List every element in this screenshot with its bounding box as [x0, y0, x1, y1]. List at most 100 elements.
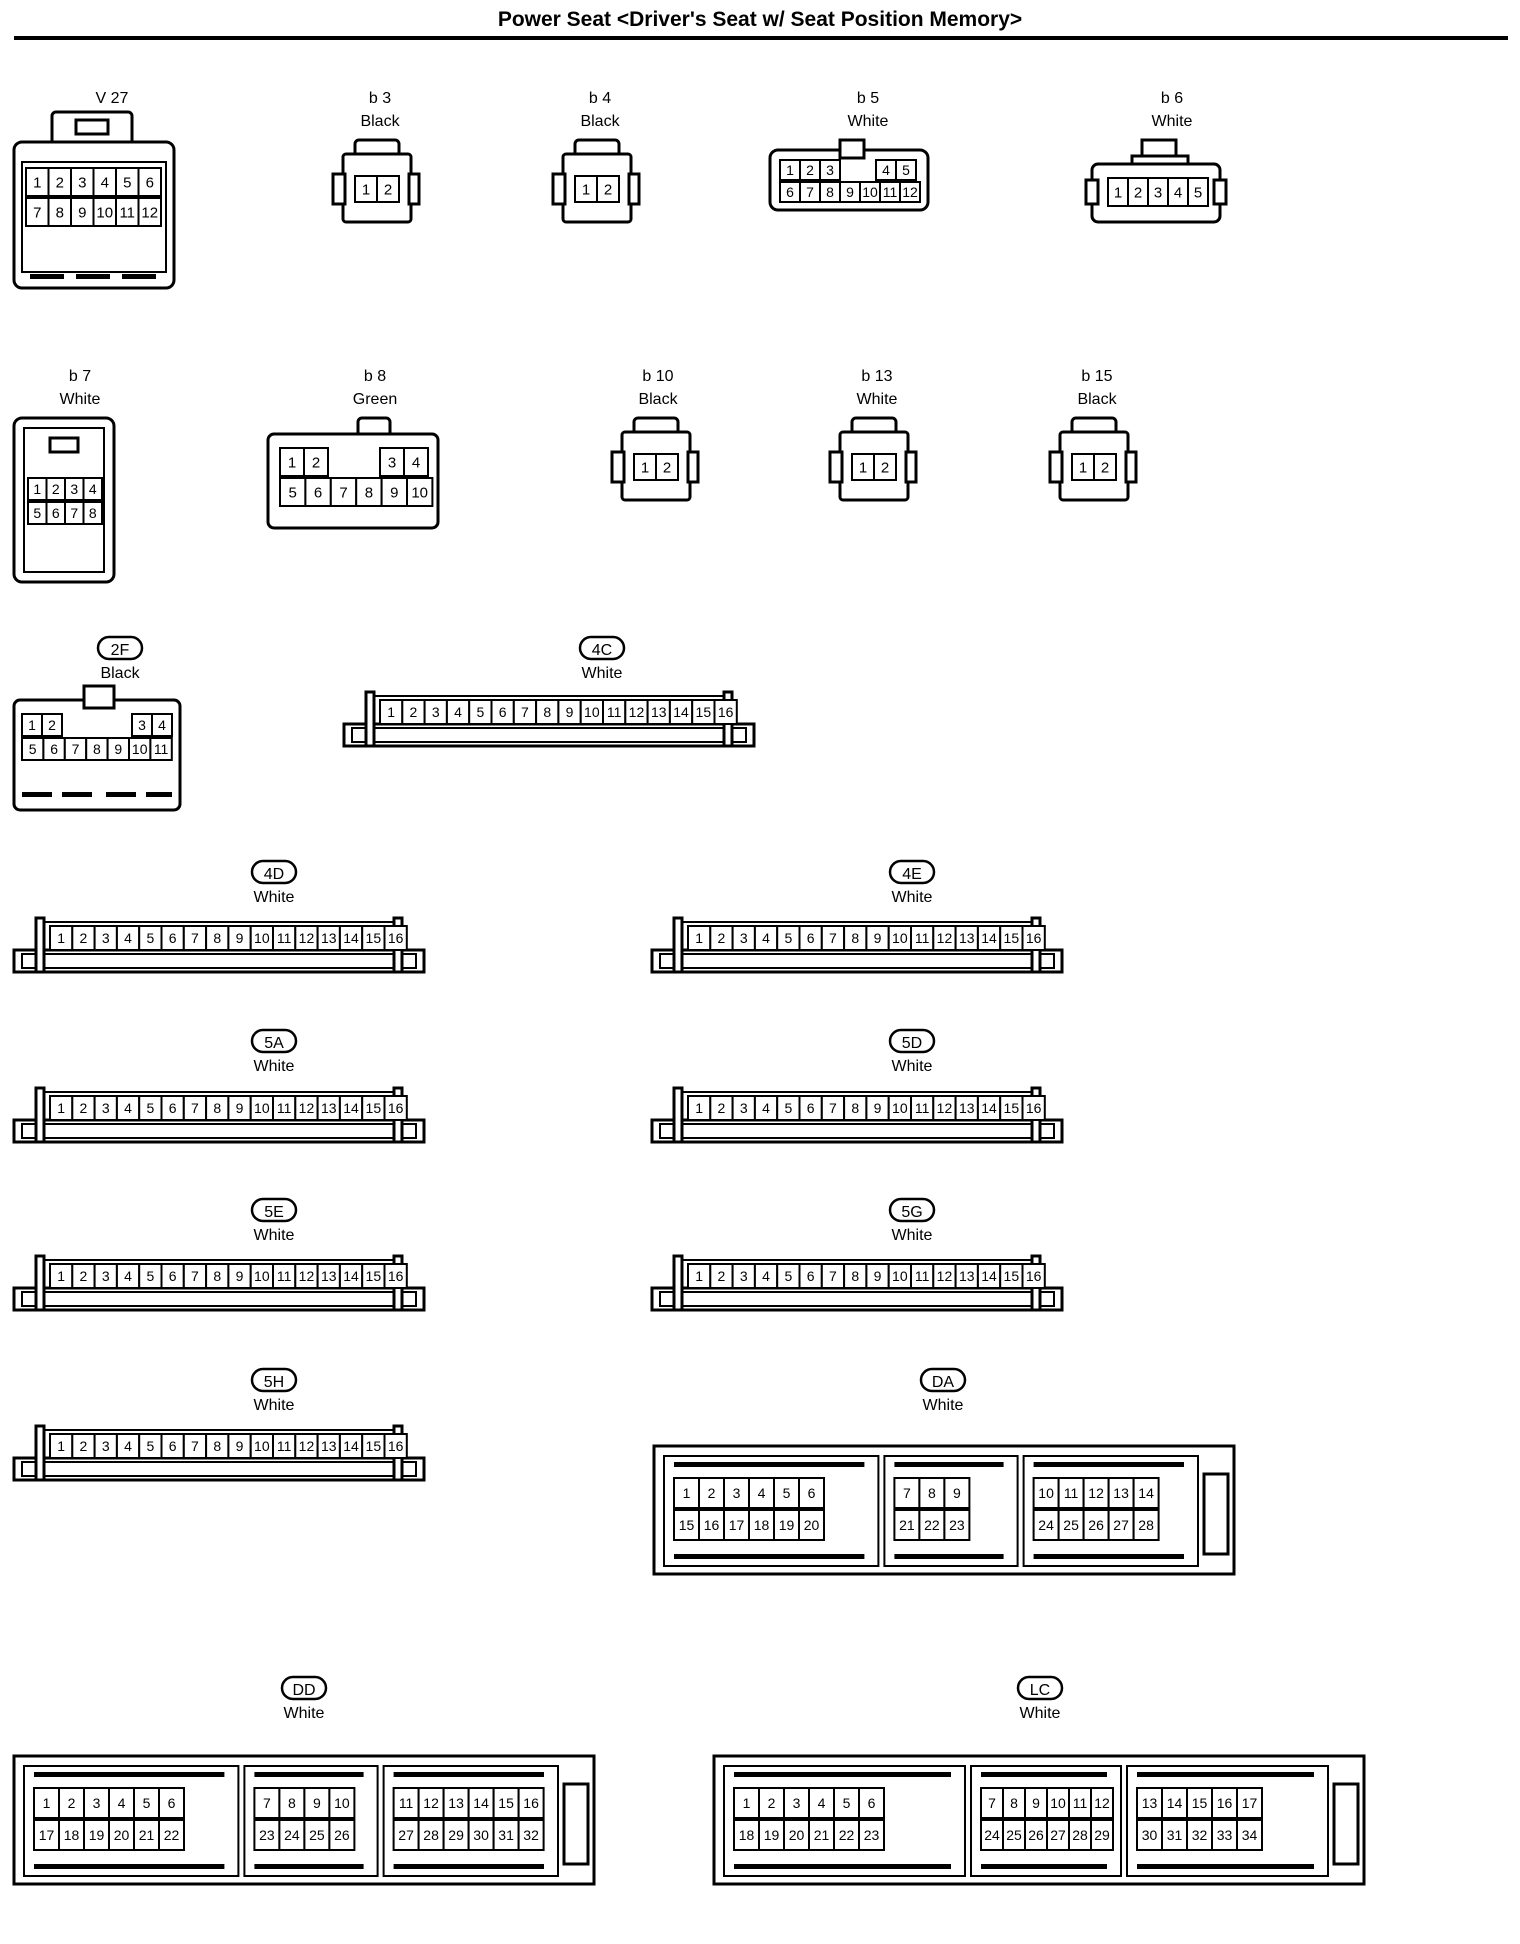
- connector-code: b 5: [857, 90, 879, 107]
- pin-number: 4: [118, 1795, 126, 1811]
- pin-number: 4: [882, 162, 890, 178]
- connector-code-badge: [250, 1197, 298, 1223]
- pin-number: 2: [718, 1100, 726, 1116]
- pin-number: 1: [1079, 459, 1087, 476]
- pin-number: 9: [313, 1795, 321, 1811]
- wire-color: White: [254, 889, 295, 906]
- pin-number: 2: [881, 459, 889, 476]
- pin-number: 6: [169, 930, 177, 946]
- pin-number: 8: [365, 484, 373, 501]
- pin-number: 10: [132, 741, 148, 757]
- pin-cell: [133, 1819, 160, 1851]
- connector-code: 4E: [902, 866, 922, 883]
- wire-color: Green: [353, 391, 397, 408]
- pin-number: 5: [784, 1268, 792, 1284]
- page-title: Power Seat <Driver's Seat w/ Seat Positi…: [497, 8, 1023, 31]
- pin-number: 9: [874, 1268, 882, 1284]
- pin-number: 9: [236, 1100, 244, 1116]
- pin-number: 4: [1174, 184, 1182, 201]
- pin-number: 16: [1026, 1100, 1042, 1116]
- wire-color: Black: [360, 113, 400, 130]
- wire-color: White: [582, 665, 623, 682]
- pin-cell: [303, 1787, 331, 1819]
- pin-number: 13: [959, 1268, 975, 1284]
- pin-cell: [380, 477, 409, 507]
- pin-number: 23: [949, 1517, 965, 1533]
- pin-cell: [858, 1787, 885, 1819]
- pin-number: 10: [584, 704, 600, 720]
- pin-number: 3: [740, 930, 748, 946]
- pin-number: 1: [683, 1485, 691, 1501]
- pin-cell: [467, 1819, 495, 1851]
- pin-number: 8: [213, 930, 221, 946]
- strip-inner: [659, 1291, 1055, 1307]
- pin-number: 22: [924, 1517, 940, 1533]
- pin-number: 22: [839, 1827, 855, 1843]
- pin-number: 15: [1004, 930, 1020, 946]
- strip-inner: [21, 953, 417, 969]
- strip-end: [34, 916, 46, 974]
- pin-number: 8: [826, 184, 834, 200]
- pin-number: 12: [1094, 1795, 1110, 1811]
- pin-cell: [278, 1819, 306, 1851]
- pin-cell: [383, 925, 408, 951]
- pin-cell: [137, 197, 162, 227]
- pin-cell: [406, 477, 434, 507]
- pin-number: 5: [29, 741, 37, 757]
- pin-number: 24: [1038, 1517, 1054, 1533]
- pin-number: 11: [399, 1795, 414, 1811]
- pin-number: 15: [1004, 1100, 1020, 1116]
- pin-cell: [328, 1819, 356, 1851]
- pin-number: 25: [1063, 1517, 1079, 1533]
- pin-number: 7: [72, 741, 80, 757]
- pin-cell: [1082, 1509, 1110, 1541]
- pin-number: 24: [984, 1827, 1000, 1843]
- pin-cell: [151, 713, 173, 737]
- pin-cell: [392, 1787, 420, 1819]
- side-rib: [627, 172, 641, 206]
- pin-number: 12: [299, 1100, 315, 1116]
- pin-number: 2: [68, 1795, 76, 1811]
- pin-cell: [82, 477, 103, 501]
- connector-code-badge: [888, 1197, 936, 1223]
- latch-slot: [894, 1462, 1004, 1467]
- pin-number: 8: [928, 1485, 936, 1501]
- pin-number: 26: [1088, 1517, 1104, 1533]
- pin-number: 10: [892, 930, 908, 946]
- pin-cell: [383, 1095, 408, 1121]
- pin-number: 7: [263, 1795, 271, 1811]
- latch-slot: [674, 1554, 865, 1559]
- pin-cell: [379, 447, 405, 477]
- pin-number: 8: [56, 204, 64, 221]
- pin-number: 7: [191, 930, 199, 946]
- pin-number: 1: [57, 1100, 65, 1116]
- pin-number: 20: [789, 1827, 805, 1843]
- pin-cell: [1236, 1819, 1263, 1851]
- pin-number: 15: [679, 1517, 695, 1533]
- pin-number: 1: [695, 1268, 703, 1284]
- pin-number: 14: [1138, 1485, 1154, 1501]
- pin-number: 3: [70, 481, 78, 497]
- pin-cell: [1090, 1819, 1114, 1851]
- pin-number: 4: [124, 1100, 132, 1116]
- pin-number: 3: [432, 704, 440, 720]
- pin-number: 10: [1050, 1795, 1066, 1811]
- latch-slot: [146, 792, 172, 797]
- connector-code: 2F: [111, 642, 130, 659]
- pin-number: 5: [784, 930, 792, 946]
- pin-number: 10: [862, 184, 878, 200]
- pin-number: 6: [314, 484, 322, 501]
- pin-number: 26: [334, 1827, 350, 1843]
- pin-number: 2: [806, 162, 814, 178]
- pin-cell: [133, 1787, 160, 1819]
- pin-number: 3: [388, 454, 396, 471]
- pin-number: 6: [868, 1795, 876, 1811]
- pin-number: 16: [718, 704, 734, 720]
- wire-color: Black: [1077, 391, 1117, 408]
- pin-number: 21: [814, 1827, 830, 1843]
- connector-code-badge: [280, 1675, 328, 1701]
